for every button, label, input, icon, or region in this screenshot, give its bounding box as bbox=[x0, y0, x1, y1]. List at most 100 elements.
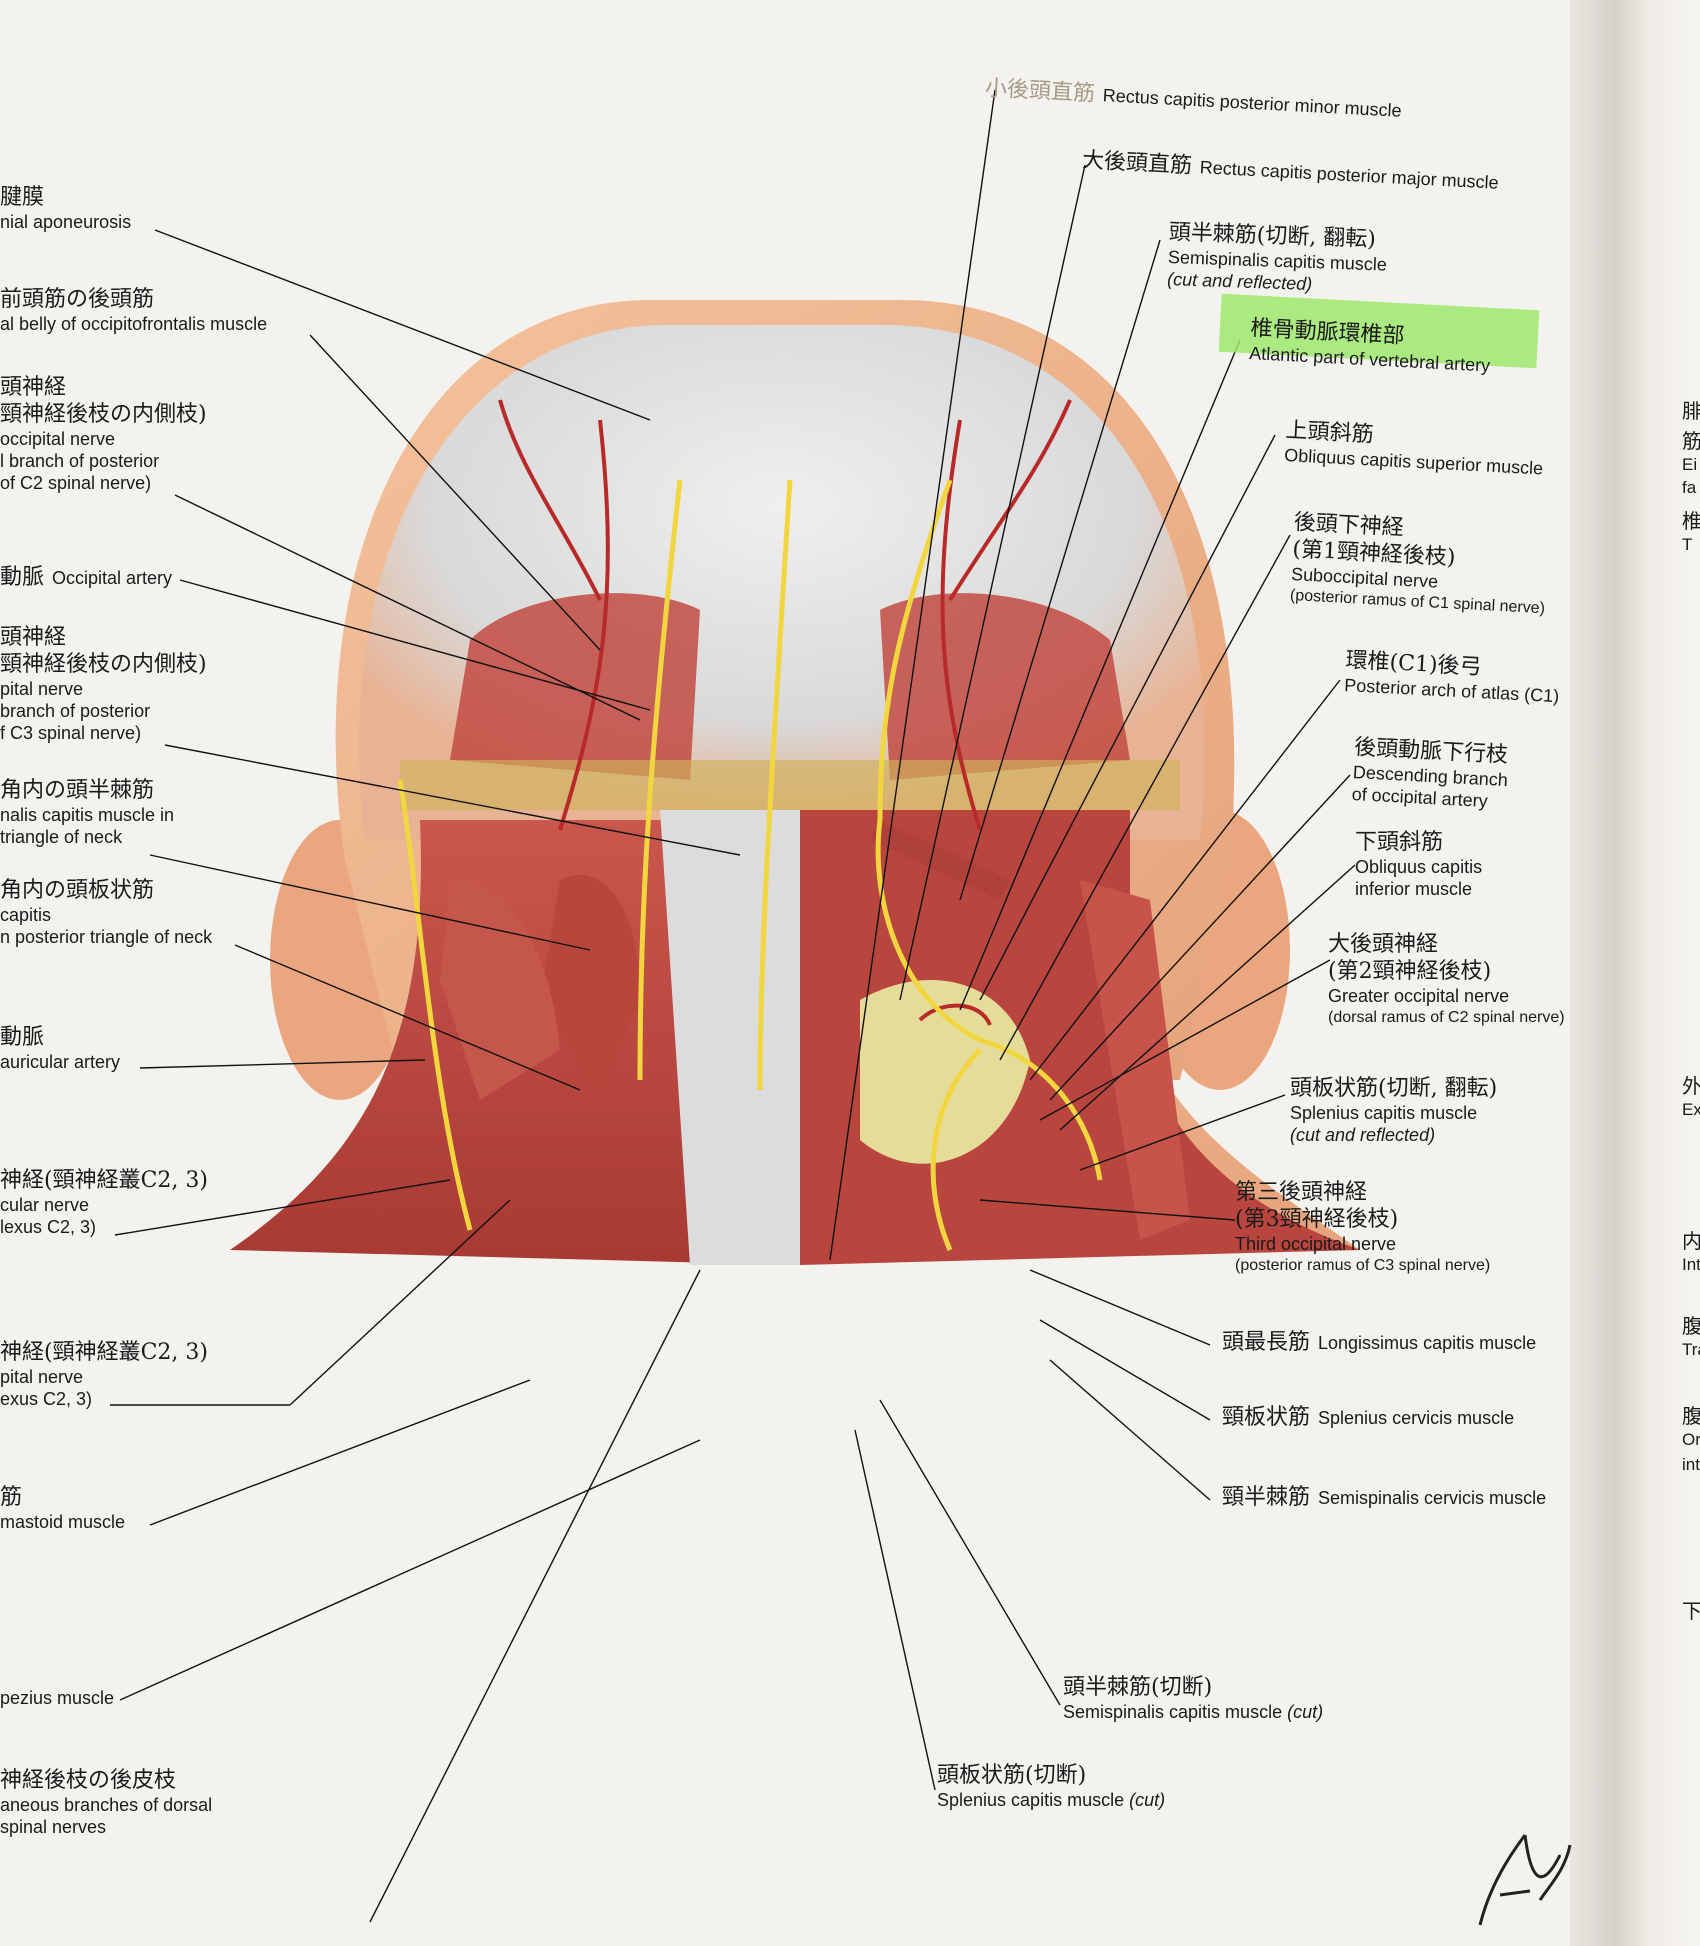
label-en: pital nerve bbox=[0, 678, 84, 699]
label-jp2: (第2頸神経後枝) bbox=[1328, 958, 1492, 984]
label-jp: 動脈 bbox=[0, 1025, 45, 1050]
label-jp2: 頸神経後枝の内側枝) bbox=[0, 651, 207, 677]
label-en2: inferior muscle bbox=[1355, 878, 1473, 899]
label-jp: 大後頭神経 bbox=[1328, 932, 1439, 957]
label-splenius-cut: 頭板状筋(切断) Splenius capitis muscle (cut) bbox=[937, 1763, 1165, 1812]
label-descending-branch-occipital: 後頭動脈下行枝 Descending branch of occipital a… bbox=[1351, 735, 1510, 814]
label-jp: 頭最長筋 bbox=[1222, 1330, 1311, 1355]
margin-fragment: 筋 bbox=[1682, 429, 1700, 453]
label-en2: l branch of posterior bbox=[0, 450, 160, 471]
label-en2: branch of posterior bbox=[0, 700, 151, 721]
label-en: nalis capitis muscle in bbox=[0, 804, 175, 825]
label-third-occipital-nerve-right: 第三後頭神経 (第3頸神経後枝) Third occipital nerve (… bbox=[1235, 1180, 1490, 1275]
label-jp: 頸板状筋 bbox=[1222, 1405, 1311, 1430]
label-en: Splenius capitis muscle (cut) bbox=[937, 1790, 1165, 1812]
margin-fragment: Tra bbox=[1682, 1340, 1700, 1359]
label-semispinalis-reflected: 頭半棘筋(切断, 翻転) Semispinalis capitis muscle… bbox=[1167, 220, 1388, 298]
label-jp: 角内の頭板状筋 bbox=[0, 878, 155, 903]
label-en3: f C3 spinal nerve) bbox=[0, 722, 142, 743]
page-gutter-shade bbox=[1570, 0, 1700, 1946]
label-jp: 角内の頭半棘筋 bbox=[0, 778, 155, 803]
label-en2: (dorsal ramus of C2 spinal nerve) bbox=[1328, 1008, 1565, 1026]
splenius-capitis-reflected bbox=[1080, 880, 1190, 1240]
label-sternocleidomastoid: 筋 mastoid muscle bbox=[0, 1485, 125, 1534]
label-jp: 下頭斜筋 bbox=[1355, 830, 1444, 855]
label-en: Third occipital nerve bbox=[1235, 1233, 1397, 1254]
label-en: nial aponeurosis bbox=[0, 211, 132, 232]
label-semispinalis-in-triangle: 角内の頭半棘筋 nalis capitis muscle in triangle… bbox=[0, 778, 174, 849]
label-en2: lexus C2, 3) bbox=[0, 1216, 97, 1237]
margin-fragment: 腹 bbox=[1682, 1314, 1700, 1338]
artist-signature bbox=[1478, 1834, 1572, 1926]
label-en: Occipital artery bbox=[52, 568, 173, 588]
label-en: Splenius capitis muscle bbox=[1290, 1102, 1478, 1123]
label-jp2: (第3頸神経後枝) bbox=[1235, 1206, 1399, 1232]
label-en: Greater occipital nerve bbox=[1328, 985, 1510, 1006]
label-splenius-cervicis: 頸板状筋 Splenius cervicis muscle bbox=[1222, 1405, 1514, 1432]
label-en: cular nerve bbox=[0, 1194, 90, 1215]
label-posterior-auricular-artery: 動脈 auricular artery bbox=[0, 1025, 120, 1074]
label-en3: of C2 spinal nerve) bbox=[0, 472, 152, 493]
label-en2: spinal nerves bbox=[0, 1816, 107, 1837]
leader-lines bbox=[110, 89, 1356, 1923]
label-jp: 小後頭直筋 bbox=[984, 76, 1096, 107]
label-en: occipital nerve bbox=[0, 428, 116, 449]
label-en: mastoid muscle bbox=[0, 1511, 126, 1532]
label-jp: 大後頭直筋 bbox=[1081, 148, 1193, 179]
label-great-auricular-nerve: 神経(頸神経叢C2, 3) cular nerve lexus C2, 3) bbox=[0, 1168, 208, 1239]
margin-fragment: 外 bbox=[1682, 1074, 1700, 1098]
label-obliquus-inferior: 下頭斜筋 Obliquus capitis inferior muscle bbox=[1355, 830, 1482, 901]
label-jp: 動脈 bbox=[0, 565, 45, 590]
label-jp: 第三後頭神経 bbox=[1235, 1180, 1368, 1205]
label-semispinalis-cut: 頭半棘筋(切断) Semispinalis capitis muscle (cu… bbox=[1063, 1675, 1323, 1724]
label-jp: 頭神経 bbox=[0, 375, 67, 400]
arteries bbox=[498, 399, 1072, 1026]
label-en: Obliquus capitis bbox=[1355, 856, 1483, 877]
label-jp: 神経(頸神経叢C2, 3) bbox=[0, 1340, 208, 1365]
margin-fragment: 内 bbox=[1682, 1229, 1700, 1253]
label-en: Semispinalis capitis muscle (cut) bbox=[1063, 1702, 1323, 1724]
label-jp: 頭神経 bbox=[0, 625, 67, 650]
label-splenius-in-triangle: 角内の頭板状筋 capitis n posterior triangle of … bbox=[0, 878, 212, 949]
label-jp: 神経(頸神経叢C2, 3) bbox=[0, 1168, 208, 1193]
label-en: Longissimus capitis muscle bbox=[1318, 1333, 1537, 1353]
semispinalis-left-window bbox=[540, 875, 640, 1100]
label-splenius-reflected: 頭板状筋(切断, 翻転) Splenius capitis muscle (cu… bbox=[1290, 1076, 1497, 1147]
margin-fragment: fa bbox=[1682, 478, 1697, 497]
label-en: auricular artery bbox=[0, 1051, 121, 1072]
margin-fragment: Or bbox=[1682, 1430, 1700, 1449]
label-en: Splenius cervicis muscle bbox=[1318, 1408, 1515, 1428]
label-jp: 腱膜 bbox=[0, 185, 45, 210]
label-en2: exus C2, 3) bbox=[0, 1388, 93, 1409]
label-jp: 神経後枝の後皮枝 bbox=[0, 1768, 177, 1793]
label-galea-aponeurosis: 腱膜 nial aponeurosis bbox=[0, 185, 131, 234]
label-en2: (cut and reflected) bbox=[1290, 1124, 1436, 1145]
splenius-left-window bbox=[440, 879, 560, 1100]
label-suboccipital-nerve: 後頭下神経 (第1頸神経後枝) Suboccipital nerve (post… bbox=[1290, 510, 1550, 618]
margin-fragment: T bbox=[1682, 535, 1693, 554]
margin-fragment: 腓 bbox=[1682, 399, 1700, 423]
label-en-cut: (cut) bbox=[1287, 1701, 1324, 1722]
nerves bbox=[397, 479, 1103, 1251]
label-occipital-artery: 動脈 Occipital artery bbox=[0, 565, 172, 592]
label-jp: 頸半棘筋 bbox=[1222, 1485, 1311, 1510]
label-trapezius: pezius muscle bbox=[0, 1688, 114, 1710]
label-cutaneous-branches: 神経後枝の後皮枝 aneous branches of dorsal spina… bbox=[0, 1768, 212, 1839]
suboccipital-triangle-fat bbox=[860, 980, 1030, 1164]
label-jp: 頭板状筋(切断, 翻転) bbox=[1290, 1076, 1498, 1101]
margin-fragment: 下 bbox=[1682, 1599, 1700, 1623]
label-en2: triangle of neck bbox=[0, 826, 123, 847]
margin-fragment: Int bbox=[1682, 1255, 1700, 1274]
semispinalis-capitis-reflected bbox=[870, 820, 1010, 900]
label-en-cut: (cut) bbox=[1129, 1789, 1166, 1810]
label-en: pezius muscle bbox=[0, 1688, 115, 1708]
label-occipital-belly: 前頭筋の後頭筋 al belly of occipitofrontalis mu… bbox=[0, 287, 267, 336]
margin-fragment: 腹 bbox=[1682, 1404, 1700, 1428]
label-en: capitis bbox=[0, 904, 52, 925]
label-en-text: Semispinalis capitis muscle bbox=[1063, 1701, 1283, 1722]
label-lesser-occipital-nerve: 神経(頸神経叢C2, 3) pital nerve exus C2, 3) bbox=[0, 1340, 208, 1411]
margin-fragment: 椎 bbox=[1682, 509, 1700, 533]
label-en: al belly of occipitofrontalis muscle bbox=[0, 313, 268, 334]
